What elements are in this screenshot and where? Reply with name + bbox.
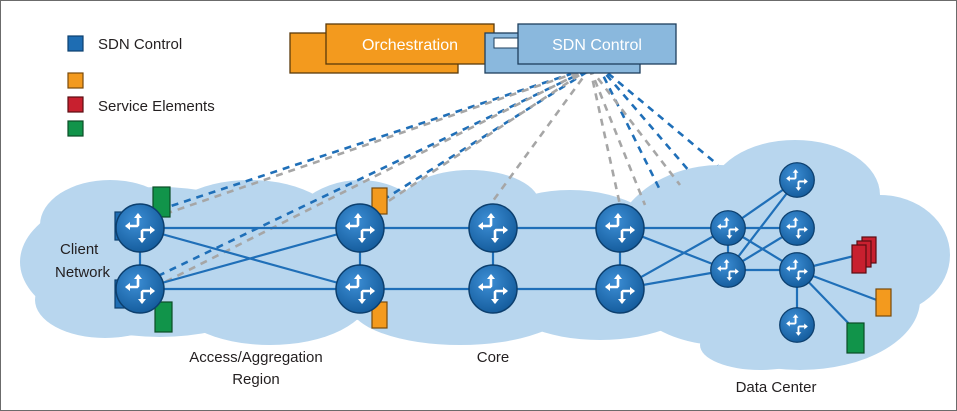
access-region-label-line2: Region [232,371,280,388]
core-label: Core [477,349,510,366]
legend-service-label: Service Elements [98,98,215,115]
legend-sdn-swatch [67,35,84,52]
data-center-label: Data Center [736,379,817,396]
legend-red-swatch [67,96,84,113]
router-icon [468,264,518,314]
router-icon [710,210,746,246]
router-icon [595,264,645,314]
orchestration-label: Orchestration [362,37,458,54]
legend-orange-swatch [67,72,84,89]
sdn-control-label: SDN Control [552,37,642,54]
service-element-orange-icon [875,288,892,317]
router-icon [779,210,815,246]
sdn-control-box: SDN Control [484,23,677,74]
legend-green-swatch [67,120,84,137]
orchestration-box: Orchestration [289,23,495,74]
legend-sdn-label: SDN Control [98,36,182,53]
router-icon [335,203,385,253]
client-network-label-line1: Client [60,241,99,258]
router-icon [115,264,165,314]
router-icon [779,252,815,288]
legend: SDN Control Service Elements [67,35,215,137]
router-icon [710,252,746,288]
access-region-label-line1: Access/Aggregation [189,349,322,366]
orchestration-links [164,66,682,284]
service-element-stack-icon [851,236,877,274]
service-element-green-icon [154,301,173,333]
service-element-green-icon [846,322,865,354]
router-icon [779,307,815,343]
router-icon [779,162,815,198]
router-icon [115,203,165,253]
router-icon [468,203,518,253]
router-icon [335,264,385,314]
router-icon [595,203,645,253]
client-network-label-line2: Network [55,264,111,281]
